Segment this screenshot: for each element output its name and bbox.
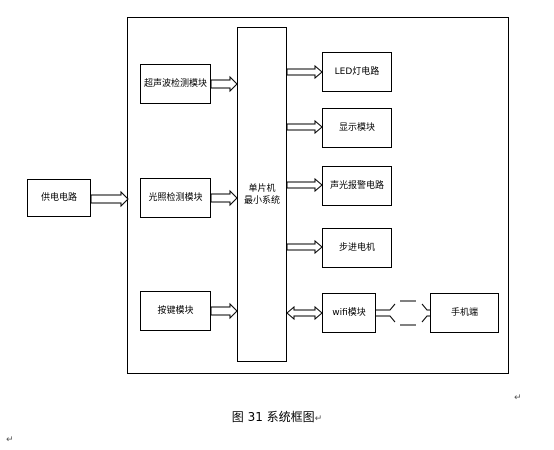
power-supply-label: 供电电路 (40, 193, 77, 203)
wifi-module-block: wifi模块 (322, 293, 376, 333)
figure-caption: 图 31 系统框图↵ (0, 409, 554, 427)
mcu-label-line1: 单片机 (248, 183, 276, 194)
caption-paragraph-mark: ↵ (314, 414, 323, 424)
arrow-mcu-to-alarm (286, 177, 323, 193)
system-frame (127, 17, 509, 374)
display-module-label: 显示模块 (338, 123, 375, 133)
light-module-label: 光照检测模块 (148, 193, 203, 203)
arrow-power-to-system (90, 190, 129, 208)
wireless-link-left (376, 303, 396, 311)
wireless-link-left-lower (376, 315, 396, 323)
wifi-module-label: wifi模块 (332, 308, 366, 318)
alarm-circuit-label: 声光报警电路 (329, 181, 384, 191)
key-module-label: 按键模块 (157, 306, 194, 316)
mcu-label-line2: 最小系统 (243, 195, 280, 206)
ultrasonic-module-block: 超声波检测模块 (140, 64, 211, 104)
arrow-mcu-to-display (286, 119, 323, 135)
light-module-block: 光照检测模块 (140, 178, 211, 218)
led-circuit-label: LED灯电路 (334, 67, 380, 77)
stepper-motor-label: 步进电机 (338, 243, 375, 253)
arrow-keys-to-mcu (210, 302, 238, 320)
arrow-mcu-wifi-bidirectional (286, 305, 323, 321)
wireless-link-right-lower (421, 315, 430, 323)
power-supply-block: 供电电路 (27, 179, 91, 217)
arrow-mcu-to-led (286, 64, 323, 80)
key-module-block: 按键模块 (140, 291, 211, 331)
alarm-circuit-block: 声光报警电路 (322, 166, 392, 206)
ultrasonic-module-label: 超声波检测模块 (143, 79, 207, 89)
paragraph-mark: ↵ (514, 393, 522, 403)
trailing-paragraph-mark: ↵ (6, 435, 14, 445)
phone-block: 手机端 (430, 293, 499, 333)
arrow-light-to-mcu (210, 189, 238, 207)
stepper-motor-block: 步进电机 (322, 228, 392, 268)
phone-label: 手机端 (450, 308, 478, 318)
arrow-mcu-to-stepper (286, 239, 323, 255)
led-circuit-block: LED灯电路 (322, 52, 392, 92)
figure-caption-text: 图 31 系统框图 (231, 410, 315, 424)
mcu-block: 单片机 最小系统 (237, 27, 287, 362)
display-module-block: 显示模块 (322, 108, 392, 148)
arrow-ultrasonic-to-mcu (210, 75, 238, 93)
wireless-link-right (421, 303, 430, 311)
